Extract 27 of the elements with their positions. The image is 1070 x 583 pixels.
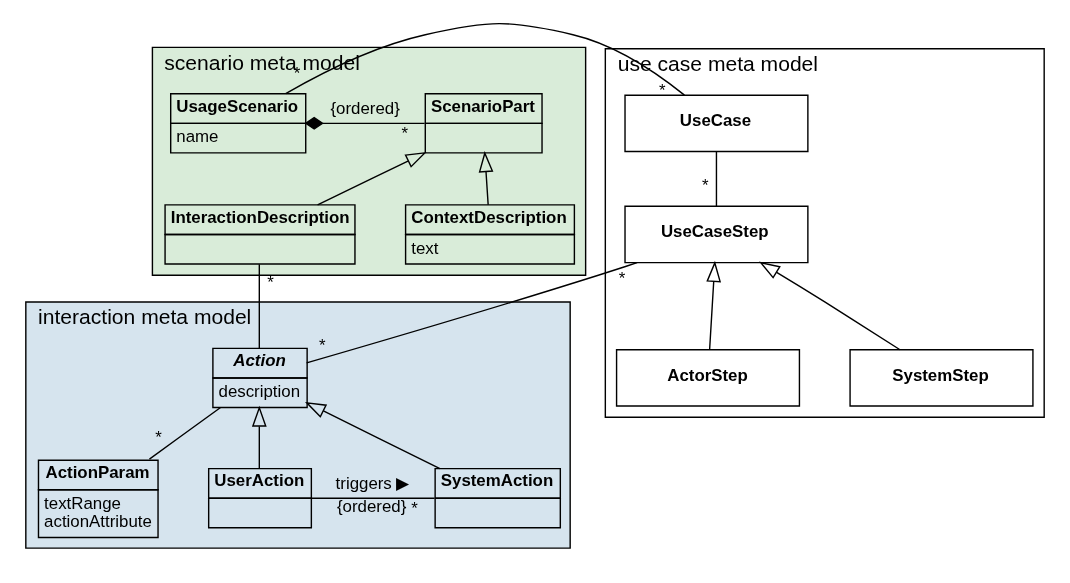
connector (310, 497, 435, 499)
connector (305, 262, 638, 364)
connector (258, 263, 260, 349)
arrow (759, 261, 901, 351)
node-box: UseCaseStep (624, 205, 809, 264)
arrow (304, 401, 441, 470)
label: * (411, 498, 418, 518)
label: * (701, 176, 709, 196)
connector (304, 116, 426, 130)
label: * (401, 123, 409, 143)
connector (715, 150, 718, 207)
arrow (706, 260, 722, 351)
arrow (316, 152, 427, 206)
node-box: UseCase (624, 94, 809, 153)
arrow (478, 151, 494, 206)
label: * (267, 273, 274, 293)
node-box: SystemStep (849, 349, 1034, 407)
connector (148, 406, 222, 460)
label: * (155, 427, 162, 447)
edge-label: {ordered} (330, 99, 400, 119)
connector (285, 22, 686, 96)
label: * (318, 336, 326, 356)
arrow (251, 405, 267, 470)
label: * (618, 268, 626, 288)
edge-label: triggers ▶ (335, 474, 410, 494)
label: {ordered} (336, 496, 407, 516)
node-box: ActorStep (615, 349, 801, 407)
